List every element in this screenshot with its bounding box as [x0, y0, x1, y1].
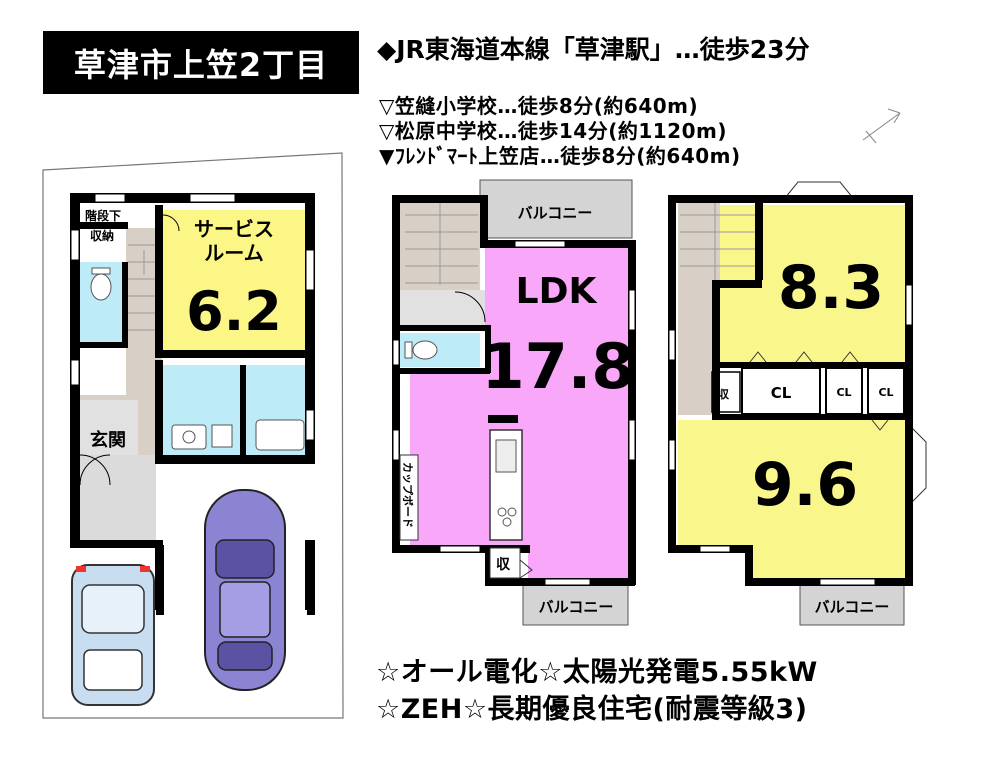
bedroom-9-6-size: 9.6: [752, 450, 858, 520]
balcony-top-label: バルコニー: [518, 204, 593, 222]
service-room-size: 6.2: [186, 280, 282, 343]
balcony-top: [479, 179, 633, 239]
storage-floor2-label: 収: [496, 556, 511, 573]
school-junior-access: ▽松原中学校…徒歩14分(約1120m): [379, 119, 727, 143]
service-room-label-2: ルーム: [204, 241, 263, 265]
balcony-floor3: [799, 584, 905, 626]
school-elementary-access: ▽笠縫小学校…徒歩8分(約640m): [379, 94, 699, 118]
storage-floor2: [489, 547, 521, 579]
ldk-area: [410, 242, 628, 580]
address-title: 草津市上笠2丁目: [43, 31, 359, 94]
kitchen-sink-icon: [495, 439, 517, 473]
cupboard: [399, 454, 419, 541]
bedroom-9-6: [678, 420, 908, 580]
washer-icon: [211, 424, 233, 448]
closet-main-label: CL: [771, 384, 792, 402]
car-sedan-icon: [204, 489, 286, 691]
sink-icon: [171, 424, 207, 450]
car-compact-icon: [71, 564, 155, 706]
cupboard-label: カップボード: [401, 462, 415, 528]
north-arrow-icon: [862, 108, 901, 144]
balcony-floor3-label: バルコニー: [815, 598, 890, 616]
closet-2: [825, 367, 863, 415]
storage-floor3-label: 収: [718, 388, 730, 401]
ldk-label: LDK: [516, 271, 598, 312]
floor-1: 階段下 収納 サービス ルーム 6.2 玄関: [42, 152, 344, 719]
toilet-icon-floor2: [412, 340, 438, 360]
stove-icon: [497, 507, 507, 517]
service-room: [162, 210, 307, 352]
feature-line-1: ☆オール電化☆太陽光発電5.55kW: [376, 657, 818, 688]
floor-2: カップボード 収 バルコニー LDK 17.8 バルコニー: [392, 179, 636, 626]
bedroom-8-3-size: 8.3: [778, 253, 884, 323]
porch: [78, 455, 156, 540]
service-room-label-1: サービス: [194, 217, 274, 241]
feature-line-2: ☆ZEH☆長期優良住宅(耐震等級3): [376, 694, 808, 725]
balcony-bottom: [522, 584, 629, 626]
ldk-size: 17.8: [482, 330, 635, 403]
under-stairs-storage-label-1: 階段下: [85, 208, 121, 223]
closet-2-label: CL: [836, 386, 851, 399]
balcony-bottom-label: バルコニー: [539, 598, 614, 616]
site-boundary: [42, 152, 344, 719]
entrance-label: 玄関: [90, 429, 126, 451]
store-access: ▼ﾌﾚﾝﾄﾞﾏｰﾄ上笠店…徒歩8分(約640m): [379, 144, 741, 168]
station-access: ◆JR東海道本線「草津駅」…徒歩23分: [377, 35, 810, 64]
entrance-floor: [78, 400, 138, 455]
stairs-hall: [78, 228, 162, 455]
closet-3-label: CL: [878, 386, 893, 399]
bathtub-icon: [255, 419, 305, 451]
toilet-icon: [90, 273, 112, 301]
under-stairs-storage-label-2: 収納: [90, 228, 114, 243]
floor-3: 8.3 9.6 収 CL CL CL バルコニー: [668, 181, 927, 626]
